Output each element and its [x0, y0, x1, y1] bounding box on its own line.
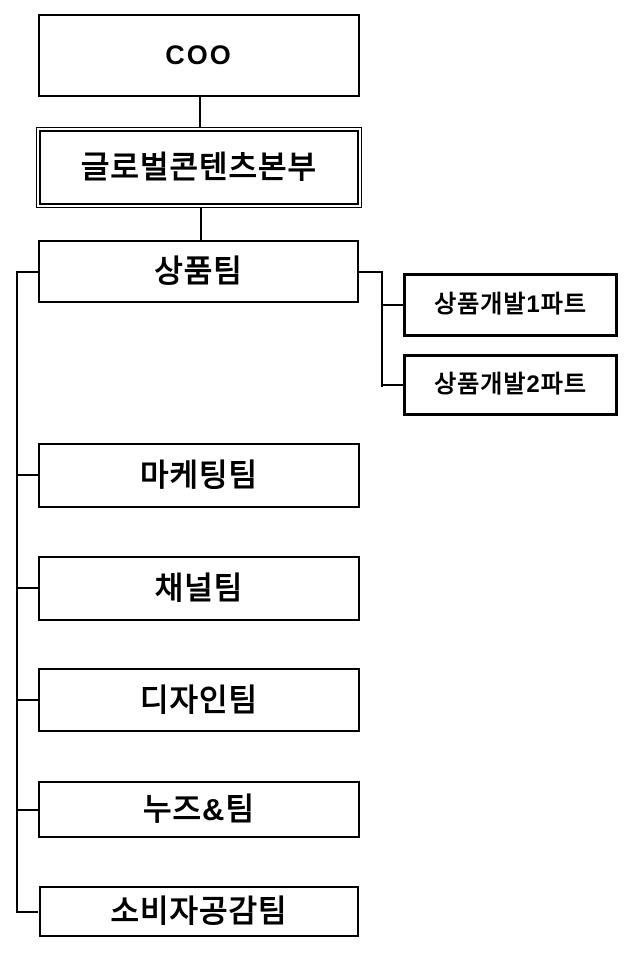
org-node-marketing-team: 마케팅팀	[38, 443, 360, 508]
org-node-channel-team: 채널팀	[38, 556, 360, 621]
connector-coo-hq	[199, 97, 201, 127]
org-node-product-dev-part1: 상품개발1파트	[403, 273, 618, 337]
connector-stub-product	[16, 271, 38, 273]
connector-stub-part1	[381, 304, 403, 306]
org-node-product-dev-part2: 상품개발2파트	[403, 354, 618, 416]
org-node-hq-label: 글로벌콘텐츠본부	[39, 130, 359, 205]
connector-product-right	[359, 271, 382, 273]
org-node-product-team: 상품팀	[38, 240, 359, 303]
org-node-consumer-empathy-team: 소비자공감팀	[39, 886, 359, 937]
org-node-hq: 글로벌콘텐츠본부	[36, 127, 362, 208]
connector-stub-consumer	[16, 911, 38, 913]
connector-stub-design	[16, 699, 38, 701]
connector-stub-nudge	[16, 809, 38, 811]
org-node-design-team: 디자인팀	[38, 668, 360, 732]
connector-stub-channel	[16, 587, 38, 589]
connector-left-rail	[16, 271, 18, 913]
org-node-coo: COO	[38, 14, 360, 97]
connector-hq-product	[200, 208, 202, 240]
connector-right-branch	[381, 271, 383, 387]
org-node-nudge-team: 누즈&팀	[38, 781, 360, 838]
connector-stub-marketing	[16, 474, 38, 476]
connector-stub-part2	[381, 384, 403, 386]
